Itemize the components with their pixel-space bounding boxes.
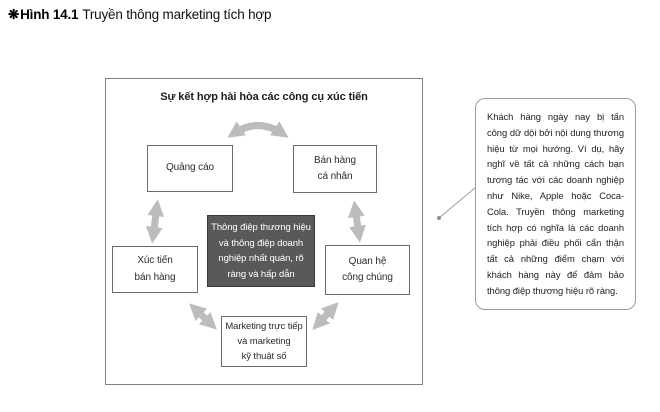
- node-sales-promotion: Xúc tiến bán hàng: [112, 246, 198, 293]
- node-label-line: Thông điệp thương hiệu: [211, 222, 311, 233]
- figure-title: Truyền thông marketing tích hợp: [82, 7, 272, 22]
- node-advertising: Quảng cáo: [147, 145, 233, 192]
- node-label-line: cá nhân: [317, 171, 353, 182]
- callout-connector-line: [438, 186, 477, 219]
- callout-box: Khách hàng ngày nay bị tấn công dữ dội b…: [475, 98, 636, 310]
- node-direct-marketing: Marketing trực tiếp và marketing kỹ thuậ…: [221, 316, 307, 367]
- node-label-line: Quảng cáo: [165, 162, 215, 174]
- node-center-message: Thông điệp thương hiệu và thông điệp doa…: [207, 215, 315, 287]
- diagram-frame: [105, 78, 423, 385]
- node-label-line: kỹ thuật số: [241, 351, 287, 362]
- node-label-line: bán hàng: [134, 271, 176, 283]
- node-label-line: và thông điệp doanh: [218, 237, 304, 249]
- node-personal-selling: Bán hàng cá nhân: [293, 145, 377, 193]
- diagram-heading: Sự kết hợp hài hòa các công cụ xúc tiến: [160, 91, 368, 103]
- callout-text: Khách hàng ngày nay bị tấn công dữ dội b…: [487, 111, 624, 296]
- node-label-line: Bán hàng: [313, 154, 357, 166]
- node-label-line: ràng và hấp dẫn: [227, 268, 295, 280]
- callout-connector-dot: [437, 216, 441, 220]
- node-label-line: công chúng: [342, 272, 393, 283]
- figure-label: Hình 14.1: [20, 7, 79, 22]
- node-label-line: Xúc tiến: [137, 255, 173, 266]
- node-label-line: và marketing: [237, 336, 291, 347]
- node-label-line: Quan hệ: [348, 255, 387, 267]
- node-public-relations: Quan hệ công chúng: [325, 245, 410, 295]
- node-label-line: Marketing trực tiếp: [225, 321, 303, 332]
- node-label-line: nghiệp nhất quán, rõ: [218, 253, 304, 264]
- asterisk-icon: ❋: [8, 7, 20, 22]
